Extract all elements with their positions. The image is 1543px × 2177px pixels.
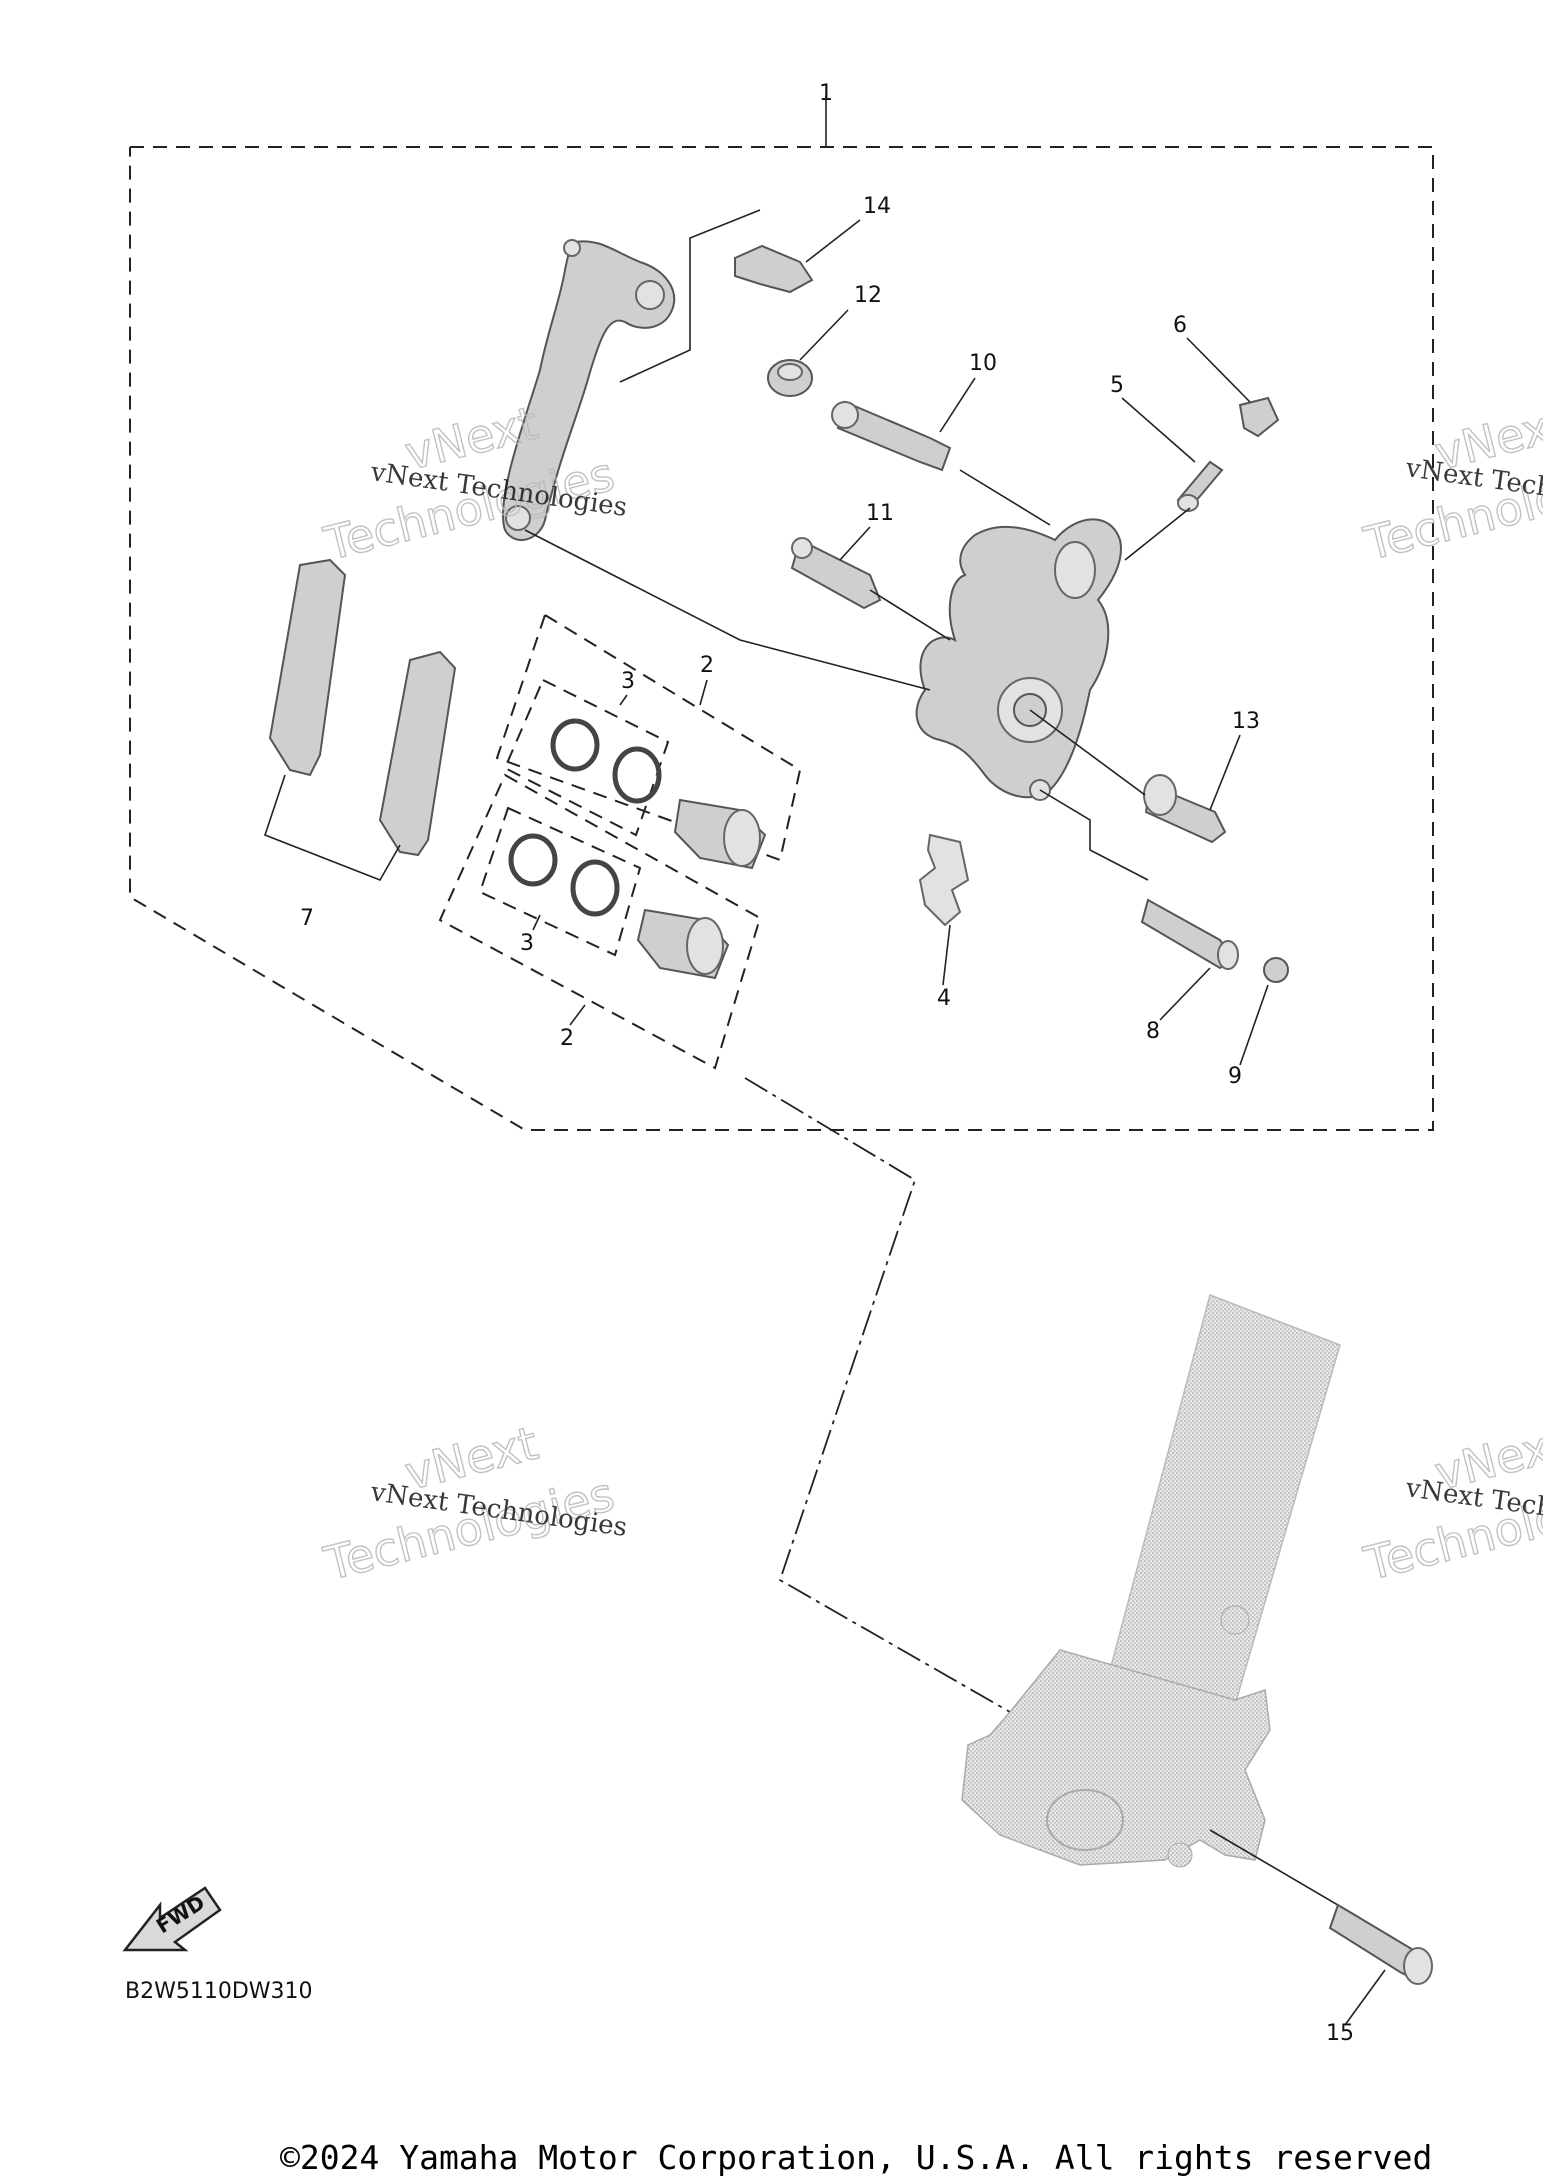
callout-2a: 2: [700, 653, 714, 678]
pad-pin-bolt: [1140, 898, 1239, 970]
slide-pin: [831, 400, 952, 472]
callout-3a: 3: [621, 669, 635, 694]
callout-8: 8: [1146, 1019, 1160, 1044]
brake-pad-left: [268, 558, 347, 777]
watermark: vNext Technologies vNext Technologies vN…: [318, 395, 1543, 1592]
callout-9: 9: [1228, 1064, 1242, 1089]
pad-support: [918, 833, 970, 927]
caliper-mounting-bolt: [1143, 774, 1227, 844]
bleed-screw-cap: [1238, 396, 1280, 438]
callout-11: 11: [866, 501, 894, 526]
fork-mount-bolt: [1209, 1829, 1433, 2026]
rubber-boot: [767, 359, 813, 397]
callout-leaders: [532, 219, 1269, 1066]
callout-labels: 1 2 2 3 3 4 5 6 7 8 9 10 11 12 13 14 15: [300, 81, 1354, 2046]
piston-kit-lower: [438, 773, 762, 1070]
pad-pin-plug: [1263, 957, 1289, 983]
front-fork: [961, 1294, 1341, 1868]
callout-5: 5: [1110, 373, 1124, 398]
caliper-body: [915, 518, 1122, 801]
fwd-arrow-icon: FWD: [122, 1886, 222, 1952]
assembly-boundary: [129, 95, 1434, 1131]
callout-15: 15: [1326, 2021, 1354, 2046]
callout-4: 4: [937, 986, 951, 1011]
brake-pad-right: [378, 650, 457, 857]
bleed-screw: [1176, 460, 1224, 512]
copyright-notice: ©2024 Yamaha Motor Corporation, U.S.A. A…: [280, 2138, 1433, 2177]
callout-14: 14: [863, 194, 891, 219]
callout-10: 10: [969, 351, 997, 376]
diagram-code: B2W5110DW310: [125, 1979, 313, 2004]
callout-12: 12: [854, 283, 882, 308]
support-bolt: [790, 537, 882, 610]
piston-kit-upper: [495, 613, 802, 870]
callout-6: 6: [1173, 313, 1187, 338]
callout-13: 13: [1232, 709, 1260, 734]
pad-spring-clip: [619, 209, 814, 383]
callout-2b: 2: [560, 1026, 574, 1051]
callout-3b: 3: [520, 931, 534, 956]
callout-1: 1: [819, 81, 833, 106]
callout-7: 7: [300, 906, 314, 931]
caliper-bracket: [502, 239, 676, 541]
